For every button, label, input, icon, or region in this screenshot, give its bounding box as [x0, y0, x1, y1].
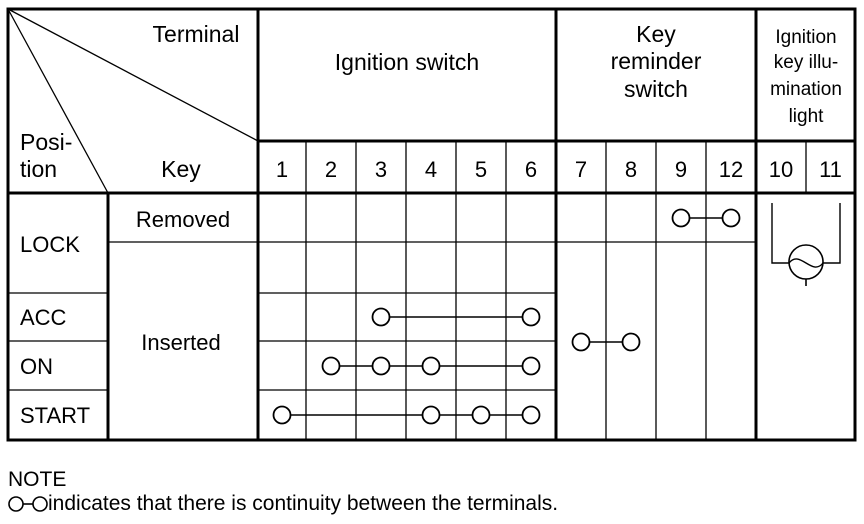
row-label-on: ON: [20, 354, 53, 379]
terminal-node-start-6: [521, 405, 541, 425]
terminal-node-inserted-7: [571, 332, 591, 352]
row-label-start: START: [20, 403, 90, 428]
header-group-reminder: Key: [636, 21, 676, 47]
continuity-links: [272, 208, 741, 425]
header-group-illumination: key illu-: [774, 52, 838, 73]
terminal-node-lock_removed-12: [721, 208, 741, 228]
note-line: indicates that there is continuity betwe…: [8, 492, 558, 519]
header-group-illumination: light: [789, 106, 825, 127]
note-title: NOTE: [8, 468, 67, 491]
terminal-number-3: 3: [375, 157, 387, 182]
terminal-node-lock_removed-9: [671, 208, 691, 228]
terminal-number-6: 6: [525, 157, 537, 182]
header-terminal-label: Terminal: [153, 21, 240, 47]
row-label-acc: ACC: [20, 305, 67, 330]
terminal-node-on-2: [321, 356, 341, 376]
terminal-node-start-4: [421, 405, 441, 425]
terminal-number-10: 10: [769, 157, 793, 182]
terminal-node-on-6: [521, 356, 541, 376]
table-grid: [6, 7, 857, 442]
terminal-number-7: 7: [575, 157, 587, 182]
header-key-label: Key: [161, 156, 201, 182]
header-position-label: tion: [20, 156, 57, 182]
terminal-number-5: 5: [475, 157, 487, 182]
terminal-number-4: 4: [425, 157, 437, 182]
terminal-number-9: 9: [675, 157, 687, 182]
header-group-ignition: Ignition switch: [335, 49, 479, 75]
row-label-lock: LOCK: [20, 232, 80, 257]
illumination-lamp-icon: [771, 203, 841, 286]
lamp-wire-right: [823, 203, 841, 264]
header-group-reminder: reminder: [611, 48, 702, 74]
header-group-reminder: switch: [624, 76, 688, 102]
terminal-node-on-3: [371, 356, 391, 376]
lamp-wire-left: [771, 203, 789, 264]
terminal-number-2: 2: [325, 157, 337, 182]
header-diagonal-position: [7, 8, 109, 194]
terminal-number-8: 8: [625, 157, 637, 182]
terminal-node-start-5: [471, 405, 491, 425]
header-diagonal-terminal: [7, 8, 259, 142]
terminal-node-acc-6: [521, 307, 541, 327]
terminal-node-inserted-8: [621, 332, 641, 352]
terminal-node-start-1: [272, 405, 292, 425]
header-position-label: Posi-: [20, 129, 72, 155]
lamp-filament: [788, 258, 824, 268]
row-label-inserted: Inserted: [141, 330, 221, 355]
lamp-bulb: [788, 244, 824, 280]
row-label-removed: Removed: [136, 207, 230, 232]
continuity-symbol-icon: [8, 495, 48, 519]
terminal-node-on-4: [421, 356, 441, 376]
header-group-illumination: mination: [770, 79, 842, 100]
table-border: [6, 7, 857, 442]
terminal-number-12: 12: [719, 157, 743, 182]
terminal-number-11: 11: [819, 157, 842, 182]
note-text: indicates that there is continuity betwe…: [48, 492, 559, 515]
terminal-number-1: 1: [276, 157, 288, 182]
terminal-node-acc-3: [371, 307, 391, 327]
header-group-illumination: Ignition: [775, 27, 836, 48]
